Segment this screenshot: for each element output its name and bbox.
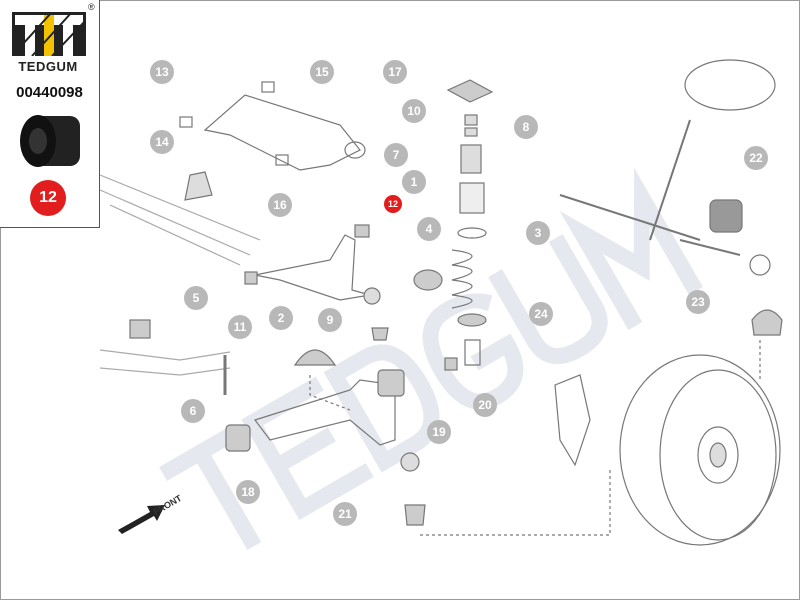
callout-21[interactable]: 21: [333, 502, 357, 526]
callout-14[interactable]: 14: [150, 130, 174, 154]
front-arrow-icon: [118, 505, 165, 534]
callout-17[interactable]: 17: [383, 60, 407, 84]
callout-4[interactable]: 4: [417, 217, 441, 241]
callout-12[interactable]: 12: [384, 195, 402, 213]
callout-13[interactable]: 13: [150, 60, 174, 84]
callout-3[interactable]: 3: [526, 221, 550, 245]
product-panel: ® TEDGUM 00440098 12: [0, 0, 100, 228]
part-number: 00440098: [16, 84, 83, 101]
brand-name: TEDGUM: [18, 59, 78, 74]
callout-6[interactable]: 6: [181, 399, 205, 423]
tedgum-logo: [12, 12, 86, 56]
callout-5[interactable]: 5: [184, 286, 208, 310]
bushing-photo: [20, 115, 80, 167]
callout-7[interactable]: 7: [384, 143, 408, 167]
callout-20[interactable]: 20: [473, 393, 497, 417]
callout-16[interactable]: 16: [268, 193, 292, 217]
callout-10[interactable]: 10: [402, 99, 426, 123]
callout-1[interactable]: 1: [402, 170, 426, 194]
callout-23[interactable]: 23: [686, 290, 710, 314]
callout-18[interactable]: 18: [236, 480, 260, 504]
callout-15[interactable]: 15: [310, 60, 334, 84]
callout-22[interactable]: 22: [744, 146, 768, 170]
callout-9[interactable]: 9: [318, 308, 342, 332]
callout-8[interactable]: 8: [514, 115, 538, 139]
callout-2[interactable]: 2: [269, 306, 293, 330]
registered-mark: ®: [88, 2, 95, 12]
callout-24[interactable]: 24: [529, 302, 553, 326]
callout-19[interactable]: 19: [427, 420, 451, 444]
callout-11[interactable]: 11: [228, 315, 252, 339]
selected-ref-badge: 12: [30, 180, 66, 216]
